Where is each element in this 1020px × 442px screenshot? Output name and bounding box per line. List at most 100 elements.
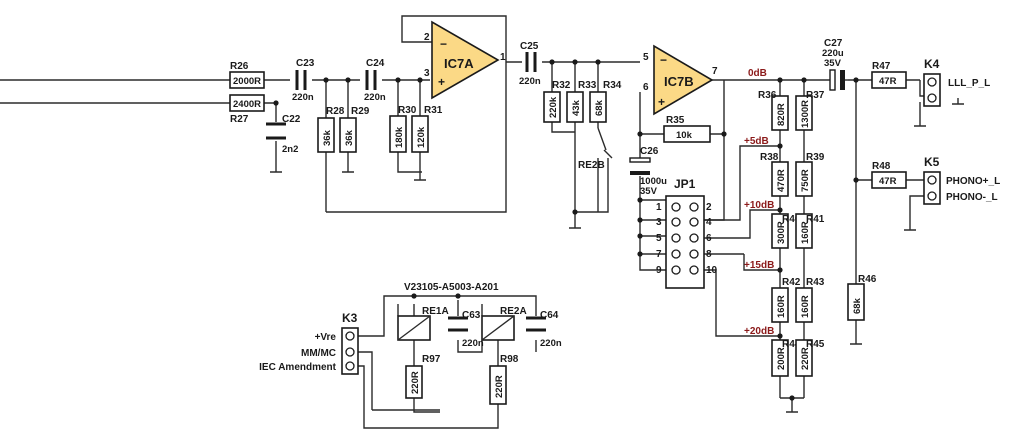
resistor-r44: 200R R44 <box>771 339 801 377</box>
junction <box>411 293 417 299</box>
resistor-r34: 68k R34 <box>589 80 622 123</box>
schematic-label: 2n2 <box>282 144 298 155</box>
schematic-label: 2 <box>706 202 712 213</box>
schematic-label: R34 <box>603 80 622 91</box>
schematic-label: 8 <box>706 249 712 260</box>
schematic-label: R39 <box>806 152 825 163</box>
capacitor-c27: C27 220u 35V <box>822 38 848 91</box>
opamp-ic7a: IC7A − + 2 3 1 <box>424 20 506 100</box>
junction <box>777 207 783 213</box>
schematic-label: 470R <box>776 169 787 192</box>
junction <box>777 143 783 149</box>
relay: V23105-A5003-A201 RE1A RE2A RE2B <box>397 160 605 341</box>
junction <box>801 77 807 83</box>
schematic-label: 68k <box>594 99 605 116</box>
schematic-label: 2 <box>424 32 430 43</box>
schematic-label: IC7B <box>664 74 694 89</box>
schematic-label: R97 <box>422 354 441 365</box>
resistor-r46: 68k R46 <box>847 274 877 321</box>
schematic-label: 47R <box>879 76 897 87</box>
schematic-label: 5 <box>643 52 649 63</box>
schematic-label: 820R <box>776 103 787 126</box>
junction <box>637 233 643 239</box>
junction <box>345 77 351 83</box>
capacitor-c26: C26 1000u 35V <box>629 146 667 197</box>
schematic-label: RE1A <box>422 306 449 317</box>
schematic-label: K5 <box>924 155 940 169</box>
schematic-label: 10k <box>676 130 693 141</box>
schematic-label: 35V <box>824 58 842 69</box>
schematic-label: 1300R <box>800 100 811 128</box>
schematic-label: + <box>438 75 445 89</box>
schematic-label: PHONO+_L <box>946 176 1000 187</box>
junction <box>777 77 783 83</box>
schematic-label: 220R <box>494 375 505 398</box>
schematic-label: R45 <box>806 339 825 350</box>
resistor-r32: 220k R32 <box>543 80 571 123</box>
schematic-label: 43k <box>571 99 582 116</box>
resistor-r97: 220R R97 <box>405 354 441 399</box>
schematic-label: 6 <box>706 233 712 244</box>
schematic-label: 220n <box>292 92 314 103</box>
schematic-label: R48 <box>872 161 891 172</box>
junction <box>572 209 578 215</box>
schematic-label: 35V <box>640 186 658 197</box>
capacitor-c25: C25 220n <box>519 41 541 87</box>
connector-k5: K5 PHONO+_L PHONO-_L <box>923 155 1000 205</box>
schematic-label: RE2A <box>500 306 527 317</box>
schematic-label: C22 <box>282 114 301 125</box>
junctions <box>273 59 859 401</box>
schematic-label: 200R <box>776 347 787 370</box>
schematic-label: LLL_P_L <box>948 78 990 89</box>
junction <box>789 395 795 401</box>
resistor-r35: 10k R35 <box>663 115 711 143</box>
schematic-label: 220n <box>519 76 541 87</box>
gain-label-5db: +5dB <box>744 136 769 147</box>
schematic-label: 220n <box>364 92 386 103</box>
schematic-label: R46 <box>858 274 877 285</box>
junction <box>637 131 643 137</box>
resistor-r98: 220R R98 <box>489 354 519 405</box>
schematic-label: 120k <box>416 126 427 148</box>
junction <box>455 293 461 299</box>
resistor-r31: 120k R31 <box>411 105 443 153</box>
schematic-label: 300R <box>776 221 787 244</box>
junction <box>323 77 329 83</box>
resistor-r47: 47R R47 <box>871 61 907 89</box>
schematic-label: R30 <box>398 105 417 116</box>
schematic-label: 1000u <box>640 176 667 187</box>
schematic-label: + <box>658 95 665 109</box>
wires <box>0 15 964 429</box>
junction <box>853 177 859 183</box>
schematic-label: C25 <box>520 41 539 52</box>
schematic-label: 7 <box>656 249 662 260</box>
schematic-label: R32 <box>552 80 571 91</box>
connector-k4: K4 LLL_P_L <box>923 57 990 107</box>
schematic-label: PHONO-_L <box>946 192 998 203</box>
schematic-label: C64 <box>540 310 559 321</box>
schematic-label: 220n <box>540 338 562 349</box>
resistor-r48: 47R R48 <box>871 161 907 189</box>
schematic-label: 4 <box>706 217 712 228</box>
schematic-label: JP1 <box>674 177 696 191</box>
schematic-label: 10 <box>706 265 718 276</box>
resistor-r40: 300R R40 <box>771 213 801 249</box>
schematic-label: R37 <box>806 90 825 101</box>
schematic-label: 220k <box>548 96 559 118</box>
junction <box>777 333 783 339</box>
capacitor-c24: C24 220n <box>364 58 386 103</box>
schematic-label: 1 <box>500 52 506 63</box>
resistor-r27: 2400R R27 <box>229 94 265 125</box>
junction <box>637 251 643 257</box>
schematic-label: 180k <box>394 126 405 148</box>
schematic-label: 47R <box>879 176 897 187</box>
schematic-label: 160R <box>800 221 811 244</box>
schematic-label: R40 <box>782 214 801 225</box>
schematic-label: 160R <box>800 295 811 318</box>
schematic-label: − <box>440 37 447 51</box>
schematic-label: R28 <box>326 106 345 117</box>
capacitors: C22 2n2 C23 220n C24 220n C25 220n C26 1… <box>266 38 848 349</box>
schematic-label: R41 <box>806 214 825 225</box>
resistor-r29: 36k R29 <box>339 106 370 153</box>
